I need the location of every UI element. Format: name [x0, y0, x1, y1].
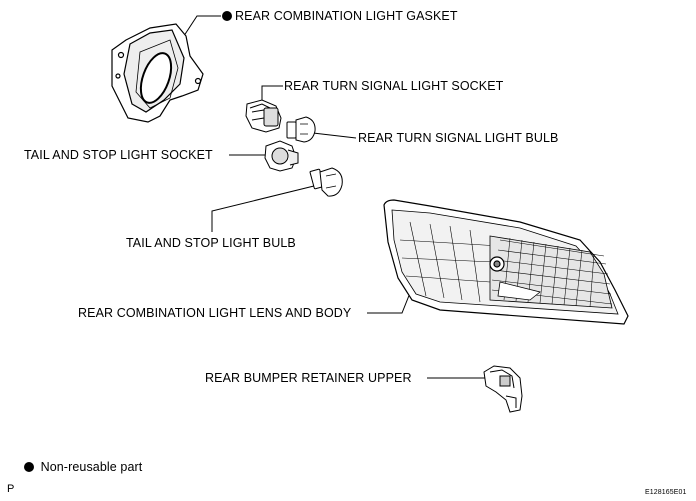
tail-bulb-leader	[211, 184, 319, 232]
tail-bulb-label: TAIL AND STOP LIGHT BULB	[126, 236, 296, 250]
retainer-part	[483, 365, 523, 413]
gasket-label-text: REAR COMBINATION LIGHT GASKET	[235, 9, 458, 23]
tail-stop-socket-part	[264, 140, 299, 172]
turn-socket-leader	[261, 85, 283, 103]
gasket-label: REAR COMBINATION LIGHT GASKET	[222, 9, 458, 23]
non-reusable-marker-icon	[222, 11, 232, 21]
lens-body-leader	[367, 287, 413, 314]
turn-bulb-label: REAR TURN SIGNAL LIGHT BULB	[358, 131, 559, 145]
turn-bulb-leader	[312, 132, 357, 139]
legend-non-reusable: Non-reusable part	[24, 460, 142, 474]
gasket-part	[111, 23, 204, 123]
lens-body-part	[383, 199, 629, 325]
lens-body-label: REAR COMBINATION LIGHT LENS AND BODY	[78, 306, 352, 320]
turn-socket-label: REAR TURN SIGNAL LIGHT SOCKET	[284, 79, 504, 93]
retainer-label: REAR BUMPER RETAINER UPPER	[205, 371, 412, 385]
figure-code: E128165E01	[645, 489, 687, 496]
tail-socket-label: TAIL AND STOP LIGHT SOCKET	[24, 148, 213, 162]
legend-text: Non-reusable part	[40, 460, 143, 474]
tail-stop-bulb-part	[309, 167, 343, 197]
turn-signal-bulb-part	[286, 116, 316, 143]
non-reusable-legend-icon	[24, 462, 34, 472]
footer-letter: P	[7, 483, 15, 495]
turn-signal-socket-part	[245, 99, 282, 133]
